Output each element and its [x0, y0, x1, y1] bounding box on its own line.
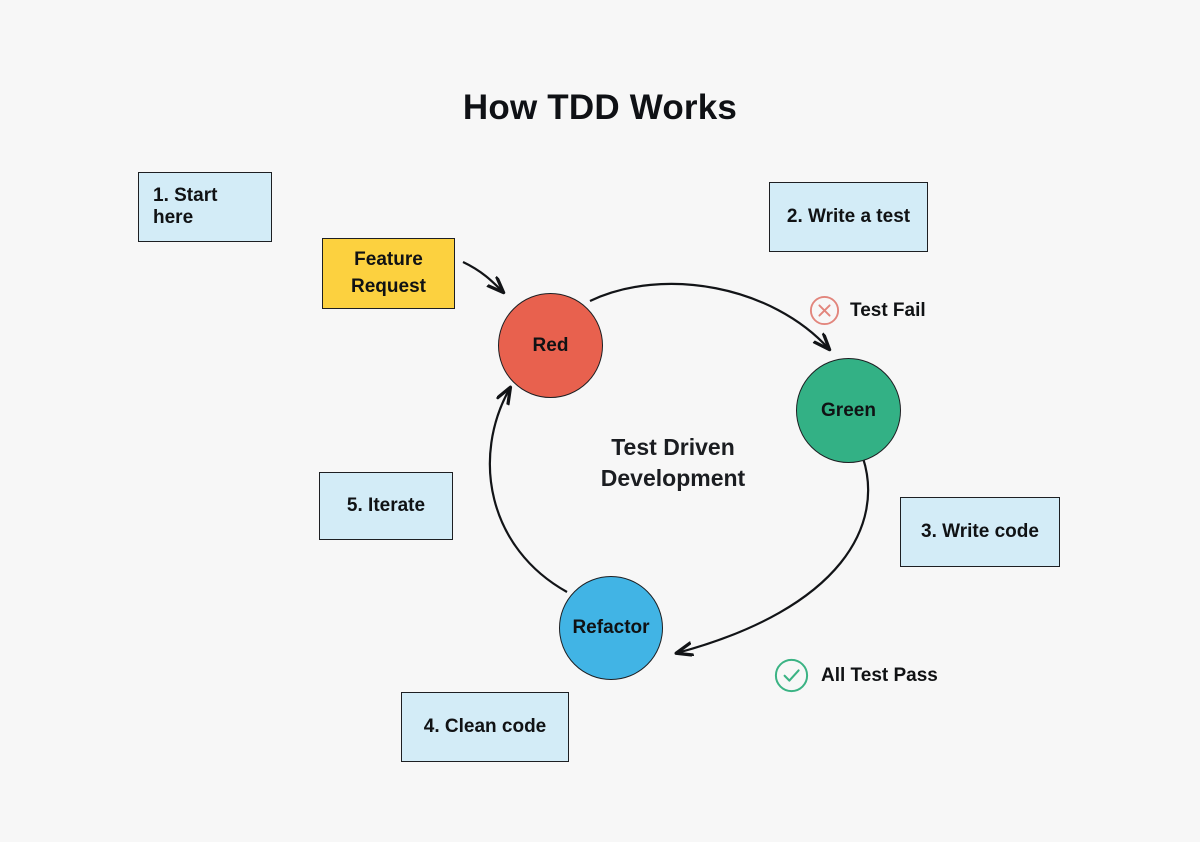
circle-x-icon [809, 295, 840, 326]
arrow-feature-to-red [462, 261, 503, 292]
step-box-2-write-a-test[interactable]: 2. Write a test [769, 182, 928, 252]
status-all-test-pass: All Test Pass [773, 657, 938, 694]
center-label-line1: Test Driven [611, 434, 735, 460]
node-refactor[interactable]: Refactor [559, 576, 663, 680]
node-label: Green [821, 399, 876, 421]
step-box-5-iterate[interactable]: 5. Iterate [319, 472, 453, 540]
node-label: Red [532, 334, 569, 356]
step-box-label: 1. Start here [153, 185, 218, 228]
step-box-label: 4. Clean code [423, 716, 547, 737]
step-box-label: 3. Write code [921, 521, 1039, 542]
center-label-line2: Development [600, 464, 746, 491]
step-box-label: 2. Write a test [786, 206, 911, 227]
step-box-3-write-code[interactable]: 3. Write code [900, 497, 1060, 567]
status-label: Test Fail [850, 299, 926, 321]
center-label: Test Driven Development [543, 432, 803, 493]
status-label: All Test Pass [821, 664, 938, 686]
page-title: How TDD Works [462, 88, 738, 127]
step-box-label: 5. Iterate [346, 495, 426, 516]
node-red[interactable]: Red [498, 293, 603, 398]
feature-request-box[interactable]: Feature Request [322, 238, 455, 309]
node-green[interactable]: Green [796, 358, 901, 463]
status-test-fail: Test Fail [808, 294, 926, 327]
step-box-1-start-here[interactable]: 1. Start here [138, 172, 272, 242]
arrow-red-to-green [589, 282, 829, 349]
circle-check-icon [774, 658, 809, 693]
step-box-4-clean-code[interactable]: 4. Clean code [401, 692, 569, 762]
feature-request-line1: Feature [354, 249, 423, 271]
node-label: Refactor [572, 617, 650, 638]
feature-request-line2: Request [351, 275, 426, 297]
